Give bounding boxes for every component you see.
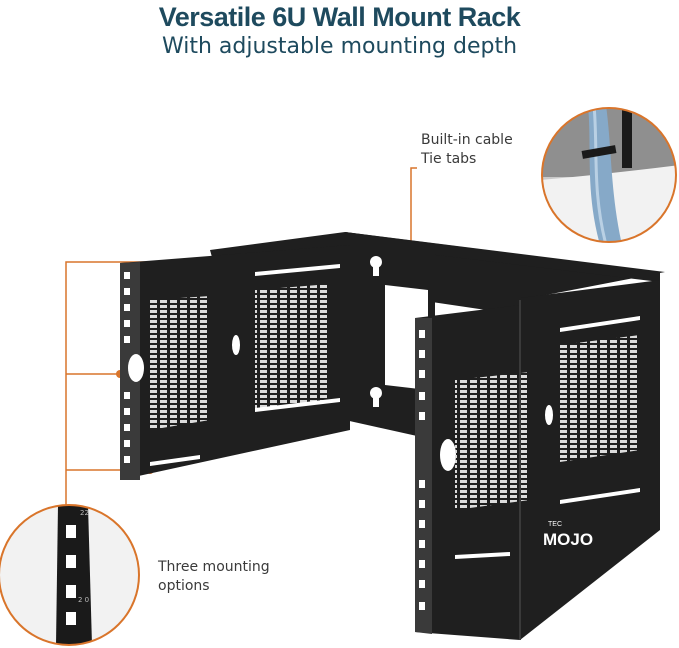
callout-mounting-options: Three mounting options bbox=[158, 558, 270, 596]
cable-tie-detail-circle bbox=[541, 107, 677, 243]
page-title: Versatile 6U Wall Mount Rack bbox=[158, 2, 521, 32]
rail-digits-bottom: 2 0 bbox=[78, 596, 89, 604]
left-side-panel bbox=[120, 245, 350, 480]
rail-digits-top: 22 bbox=[80, 509, 89, 517]
mounting-rail-detail-circle: 22 2 0 bbox=[0, 504, 140, 646]
brand-logo: TEC MOJO bbox=[543, 521, 593, 549]
callout-cable-line2: Tie tabs bbox=[421, 151, 477, 167]
page-subtitle: With adjustable mounting depth bbox=[161, 34, 518, 59]
right-side-panel bbox=[415, 280, 660, 640]
callout-cable-line1: Built-in cable bbox=[421, 132, 513, 148]
callout-cable-tie-tabs: Built-in cable Tie tabs bbox=[421, 131, 513, 169]
brand-logo-small: TEC bbox=[548, 521, 562, 528]
brand-logo-big: MOJO bbox=[543, 530, 593, 549]
callout-mounting-line1: Three mounting bbox=[158, 559, 270, 575]
callout-mounting-line2: options bbox=[158, 578, 210, 594]
